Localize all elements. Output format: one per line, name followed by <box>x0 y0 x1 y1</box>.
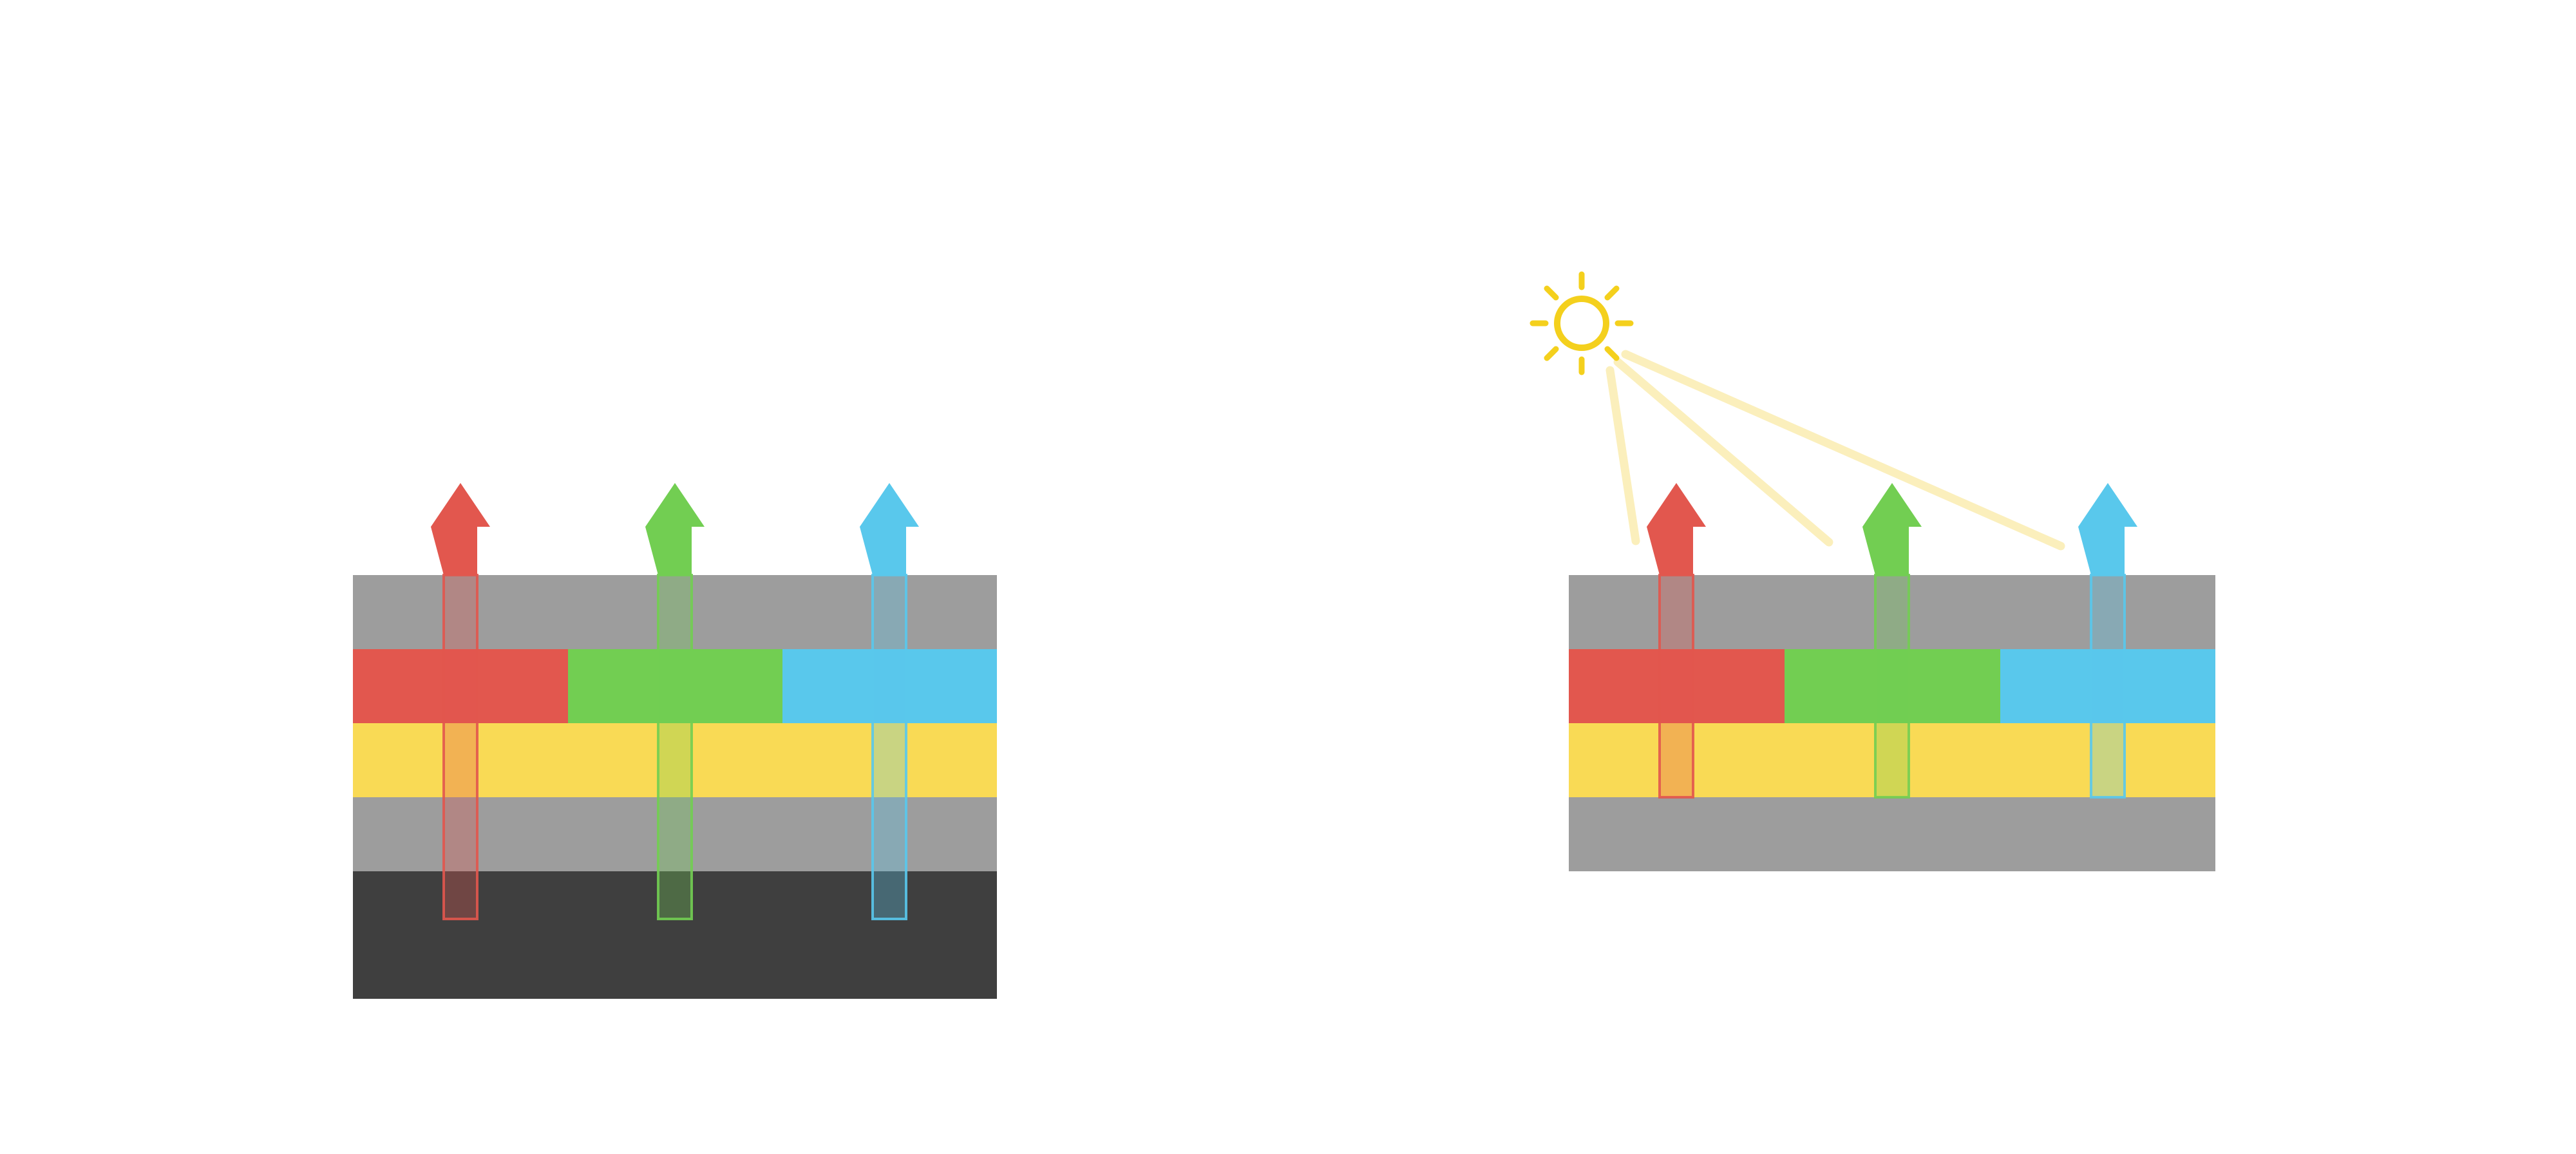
right-arrow-green <box>1862 483 1922 799</box>
panel-right-reflective-stack <box>1530 271 2215 871</box>
left-subpixel-red <box>353 649 568 723</box>
sun-rays <box>1530 271 1634 375</box>
sun-icon <box>1530 271 1634 375</box>
left-arrow-green-head <box>645 483 705 575</box>
left-layer-yellow <box>353 723 997 797</box>
left-arrow-green <box>645 483 705 920</box>
sun-ray-ne <box>1604 285 1620 301</box>
right-arrow-green-head <box>1862 483 1922 575</box>
left-layer-dark-backplane <box>353 871 997 999</box>
panel-left-emissive-stack <box>353 483 997 999</box>
left-arrow-red-head <box>431 483 490 575</box>
left-arrow-red-shaft-translucent <box>442 574 478 920</box>
right-arrow-red <box>1647 483 1706 799</box>
sun-disc <box>1554 296 1609 351</box>
left-arrow-green-shaft-translucent <box>657 574 693 920</box>
sun-beam-to-green-arrow <box>1613 357 1833 547</box>
right-arrow-red-head <box>1647 483 1706 575</box>
left-arrow-cyan <box>860 483 919 920</box>
left-layer-top-gray <box>353 575 997 649</box>
left-arrow-cyan-head <box>860 483 919 575</box>
left-layer-bottom-gray <box>353 797 997 871</box>
right-arrow-cyan-shaft-translucent <box>2090 574 2126 799</box>
right-subpixel-green <box>1785 649 2000 723</box>
right-arrow-red-shaft-translucent <box>1658 574 1694 799</box>
right-arrow-cyan <box>2078 483 2137 799</box>
right-subpixel-cyan <box>2000 649 2215 723</box>
left-arrow-red <box>431 483 490 920</box>
left-subpixel-cyan <box>782 649 997 723</box>
left-subpixel-green <box>568 649 782 723</box>
right-subpixel-red <box>1569 649 1785 723</box>
right-layer-top-gray <box>1569 575 2215 649</box>
right-arrow-green-shaft-translucent <box>1874 574 1910 799</box>
right-layer-bottom-gray <box>1569 797 2215 871</box>
sun-beams <box>1605 350 2065 551</box>
sun-ray-sw <box>1544 346 1559 361</box>
sun-beam-to-cyan-arrow <box>1621 350 2065 551</box>
right-layer-yellow <box>1569 723 2215 797</box>
left-arrow-cyan-shaft-translucent <box>871 574 907 920</box>
sun-beam-to-red-arrow <box>1605 366 1640 545</box>
sun-ray-se <box>1604 346 1620 361</box>
sun-ray-nw <box>1544 285 1559 301</box>
right-arrow-cyan-head <box>2078 483 2137 575</box>
